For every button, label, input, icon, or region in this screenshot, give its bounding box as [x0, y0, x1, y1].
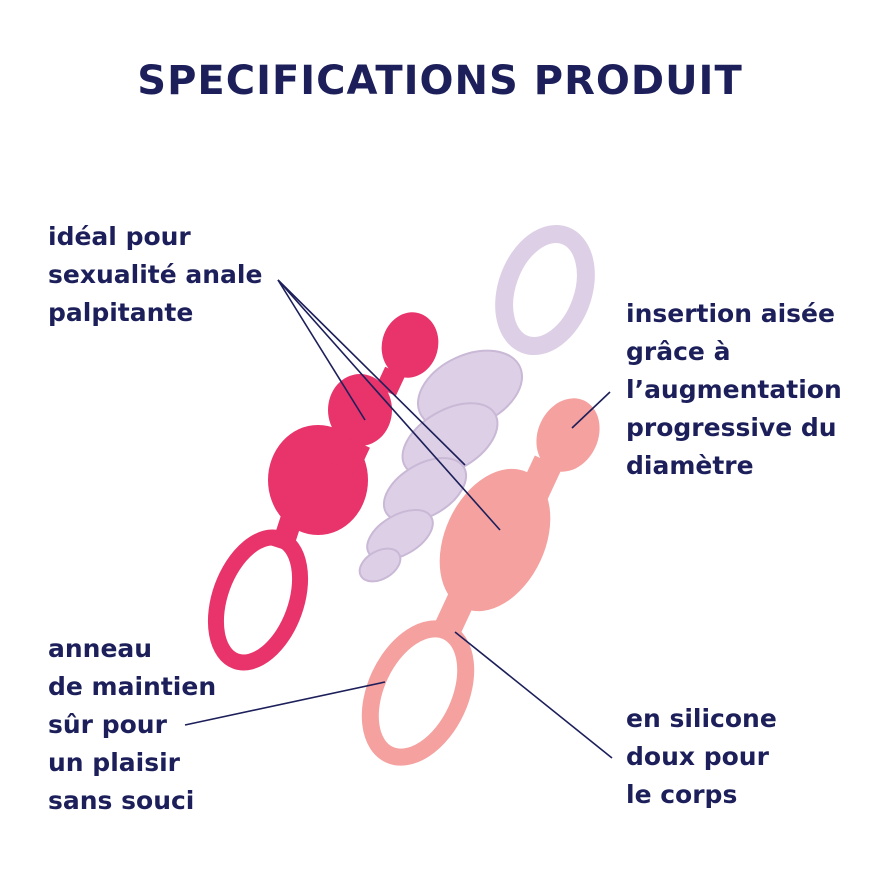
- callout-line: [454, 631, 613, 759]
- label-line: sûr pour: [48, 710, 167, 739]
- pink-plug: [207, 312, 439, 671]
- callout-line: [571, 391, 611, 429]
- label-anal-use: idéal pour sexualité anale palpitante: [48, 218, 262, 332]
- callout-line: [277, 279, 466, 466]
- label-line: un plaisir: [48, 748, 180, 777]
- label-line: sans souci: [48, 786, 195, 815]
- callout-lines: [184, 279, 613, 759]
- label-line: de maintien: [48, 672, 217, 701]
- label-line: insertion aisée: [626, 299, 835, 328]
- label-line: palpitante: [48, 298, 194, 327]
- label-line: anneau: [48, 634, 153, 663]
- page-title: SPECIFICATIONS PRODUIT: [137, 58, 743, 104]
- label-line: le corps: [626, 780, 738, 809]
- label-line: progressive du: [626, 413, 837, 442]
- label-line: sexualité anale: [48, 260, 263, 289]
- label-line: l’augmentation: [626, 375, 842, 404]
- label-easy-insertion: insertion aisée grâce à l’augmentation p…: [626, 295, 842, 485]
- callout-line: [277, 279, 366, 421]
- label-silicone: en silicone doux pour le corps: [626, 700, 777, 814]
- label-line: diamètre: [626, 451, 754, 480]
- callout-line: [184, 681, 386, 726]
- label-line: doux pour: [626, 742, 769, 771]
- label-line: grâce à: [626, 337, 731, 366]
- label-line: en silicone: [626, 704, 777, 733]
- callout-line: [277, 279, 501, 531]
- lilac-plug: [358, 224, 595, 583]
- label-line: idéal pour: [48, 222, 191, 251]
- label-retention-ring: anneau de maintien sûr pour un plaisir s…: [48, 630, 216, 820]
- peach-plug: [361, 398, 600, 766]
